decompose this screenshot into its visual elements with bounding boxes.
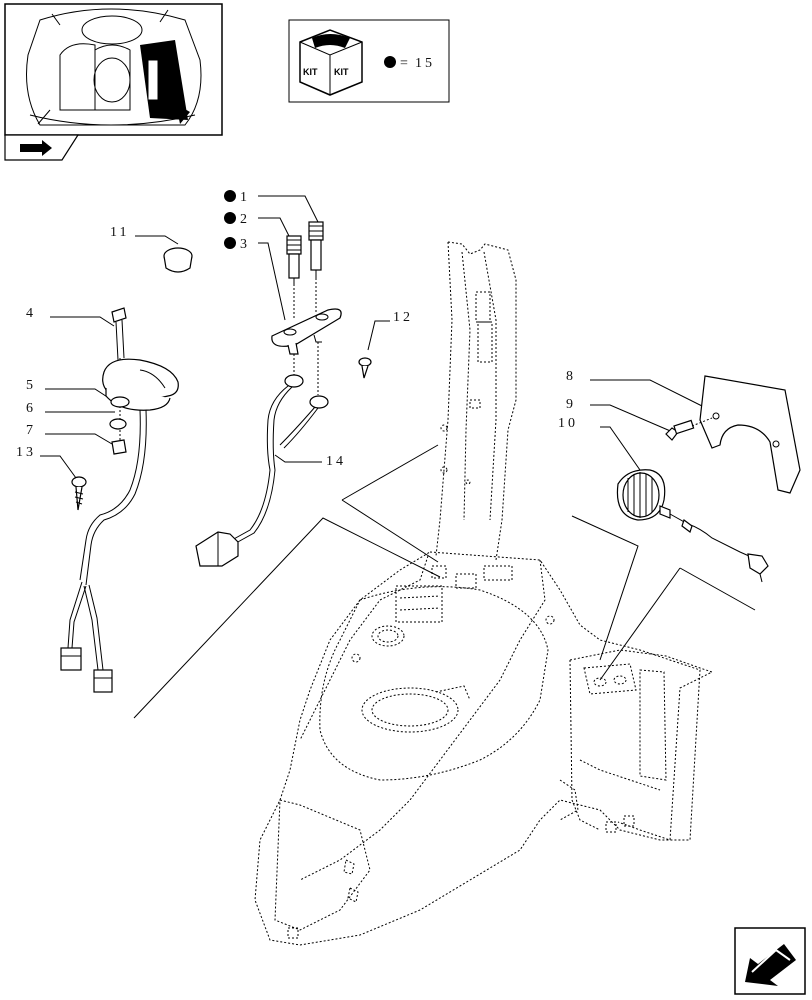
kit-dot-icon	[384, 56, 396, 68]
section-arrow-icon[interactable]	[4, 134, 80, 161]
plug-cap-part[interactable]	[163, 247, 193, 273]
kit-number: 15	[415, 56, 435, 71]
socket-assembly-part[interactable]	[60, 307, 179, 693]
callout-1[interactable]: 1	[240, 190, 250, 205]
callout-11[interactable]: 11	[110, 225, 129, 240]
kit-label-right: KIT	[334, 67, 349, 77]
kit-marker-3	[224, 237, 236, 249]
callout-zone-lines	[133, 444, 756, 719]
callout-7[interactable]: 7	[26, 423, 36, 438]
kit-marker-1	[224, 190, 236, 202]
callout-13[interactable]: 13	[16, 445, 36, 460]
callout-12[interactable]: 12	[393, 310, 413, 325]
callout-4[interactable]: 4	[26, 306, 36, 321]
connector-pair-part[interactable]	[286, 221, 324, 284]
callout-2[interactable]: 2	[240, 212, 250, 227]
callout-10[interactable]: 10	[558, 416, 578, 431]
bolt-part[interactable]	[665, 417, 713, 441]
callout-8[interactable]: 8	[566, 369, 576, 384]
bracket-plate-part[interactable]	[699, 375, 801, 494]
kit-label-left: KIT	[303, 67, 318, 77]
kit-marker-2	[224, 212, 236, 224]
next-page-arrow-icon[interactable]	[734, 927, 806, 995]
callout-labels: 1 2 3 4 5 6 7 8 9 10 11 12 13 14	[16, 190, 578, 469]
sensor-part[interactable]	[616, 469, 769, 583]
callout-5[interactable]: 5	[26, 378, 36, 393]
tapping-screw-part[interactable]	[71, 476, 87, 511]
callout-3[interactable]: 3	[240, 237, 250, 252]
cable-harness-part[interactable]	[195, 374, 329, 567]
kit-equals: =	[400, 56, 411, 71]
leader-lines	[40, 195, 711, 479]
mounting-plate-part[interactable]	[271, 308, 342, 355]
kit-legend-box: KIT KIT = 15	[288, 19, 450, 103]
kit-cube-icon: KIT KIT	[299, 29, 363, 96]
push-clip-part[interactable]	[358, 357, 372, 379]
tractor-cab-thumbnail-icon[interactable]	[4, 3, 223, 136]
callout-9[interactable]: 9	[566, 397, 576, 412]
callout-6[interactable]: 6	[26, 401, 36, 416]
dashboard-panel-part	[254, 241, 714, 946]
callout-14[interactable]: 14	[326, 454, 346, 469]
